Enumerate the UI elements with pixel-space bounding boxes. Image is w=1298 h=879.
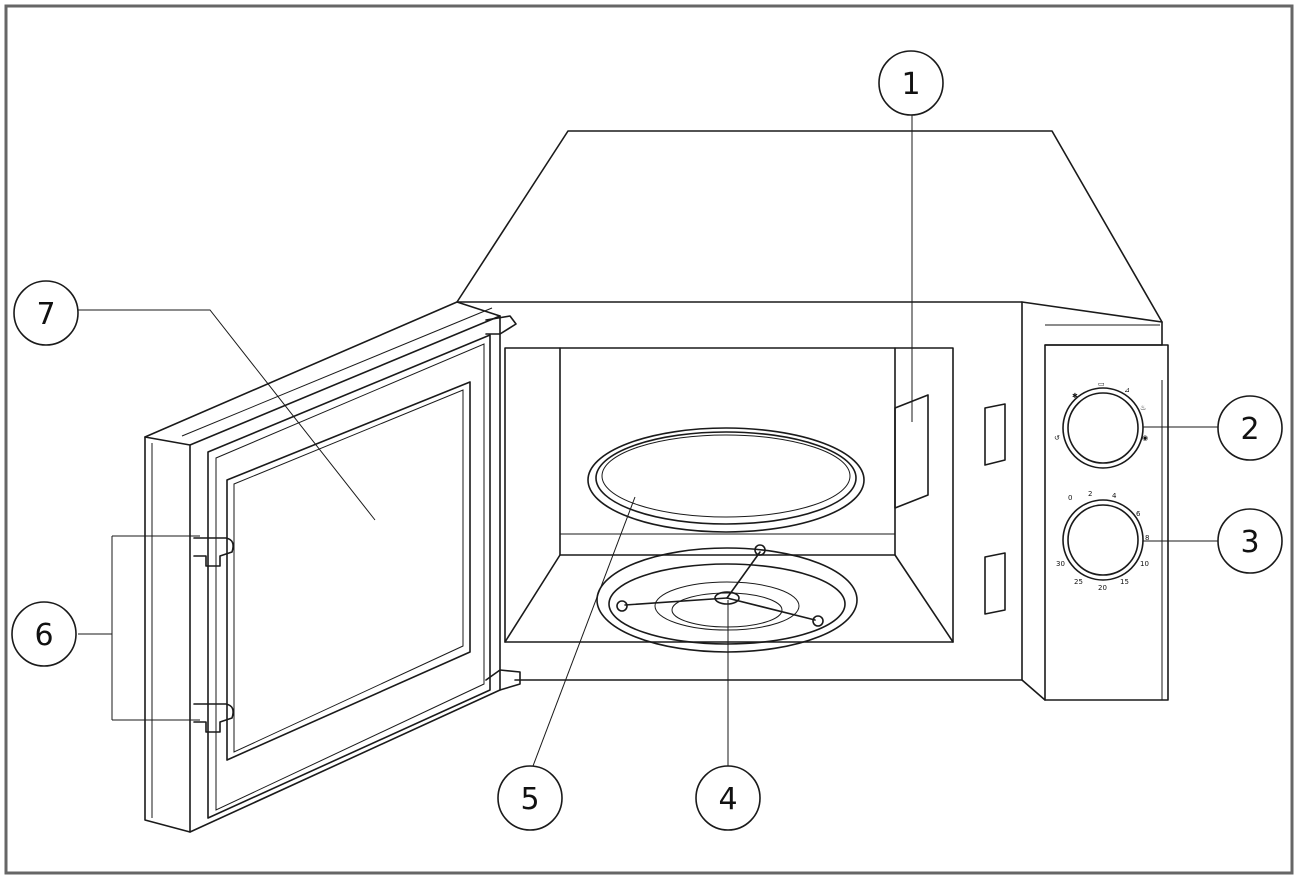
- glass-tray: [587, 427, 865, 533]
- timer-knob: 0 2 4 6 8 10 15 20 25 30: [1056, 490, 1149, 592]
- outer-frame: [4, 4, 1294, 875]
- power-knob: ✱ ▭ ⊿ ♨ ◉ ↺: [1054, 380, 1148, 469]
- leader-lines: [78, 114, 1220, 767]
- svg-text:20: 20: [1098, 584, 1107, 592]
- svg-text:4: 4: [1112, 492, 1117, 500]
- callout-2-label: 2: [1240, 412, 1259, 447]
- latch-slot-lower: [984, 552, 1006, 615]
- svg-text:30: 30: [1056, 560, 1065, 568]
- svg-text:◉: ◉: [1142, 434, 1148, 442]
- svg-text:↺: ↺: [1054, 434, 1060, 442]
- callout-6-label: 6: [34, 618, 53, 653]
- callout-1: 1: [878, 50, 944, 116]
- callout-7-label: 7: [36, 297, 55, 332]
- roller-ring: [596, 547, 858, 653]
- svg-text:6: 6: [1136, 510, 1141, 518]
- callout-3: 3: [1217, 508, 1283, 574]
- callout-3-label: 3: [1240, 525, 1259, 560]
- svg-text:♨: ♨: [1140, 404, 1146, 412]
- svg-text:15: 15: [1120, 578, 1129, 586]
- svg-text:⊿: ⊿: [1124, 386, 1130, 394]
- oven-cavity: [504, 347, 1006, 643]
- svg-text:8: 8: [1145, 534, 1149, 542]
- svg-text:▭: ▭: [1098, 380, 1105, 388]
- callout-4: 4: [695, 765, 761, 831]
- svg-text:2: 2: [1088, 490, 1092, 498]
- microwave-body: [456, 130, 1169, 701]
- latch-slot-upper: [984, 403, 1006, 466]
- oven-door: [144, 301, 521, 833]
- door-hook-lower: [193, 703, 234, 733]
- svg-text:25: 25: [1074, 578, 1083, 586]
- svg-text:✱: ✱: [1072, 392, 1078, 400]
- svg-text:10: 10: [1140, 560, 1149, 568]
- callout-6: 6: [11, 601, 77, 667]
- callout-1-label: 1: [901, 67, 920, 102]
- turntable-coupler: [616, 544, 824, 627]
- callout-5: 5: [497, 765, 563, 831]
- callout-4-label: 4: [718, 782, 737, 817]
- callout-5-label: 5: [520, 782, 539, 817]
- door-hook-upper: [193, 537, 234, 567]
- callout-7: 7: [13, 280, 79, 346]
- callout-2: 2: [1217, 395, 1283, 461]
- svg-text:0: 0: [1068, 494, 1072, 502]
- waveguide-cover: [894, 394, 929, 509]
